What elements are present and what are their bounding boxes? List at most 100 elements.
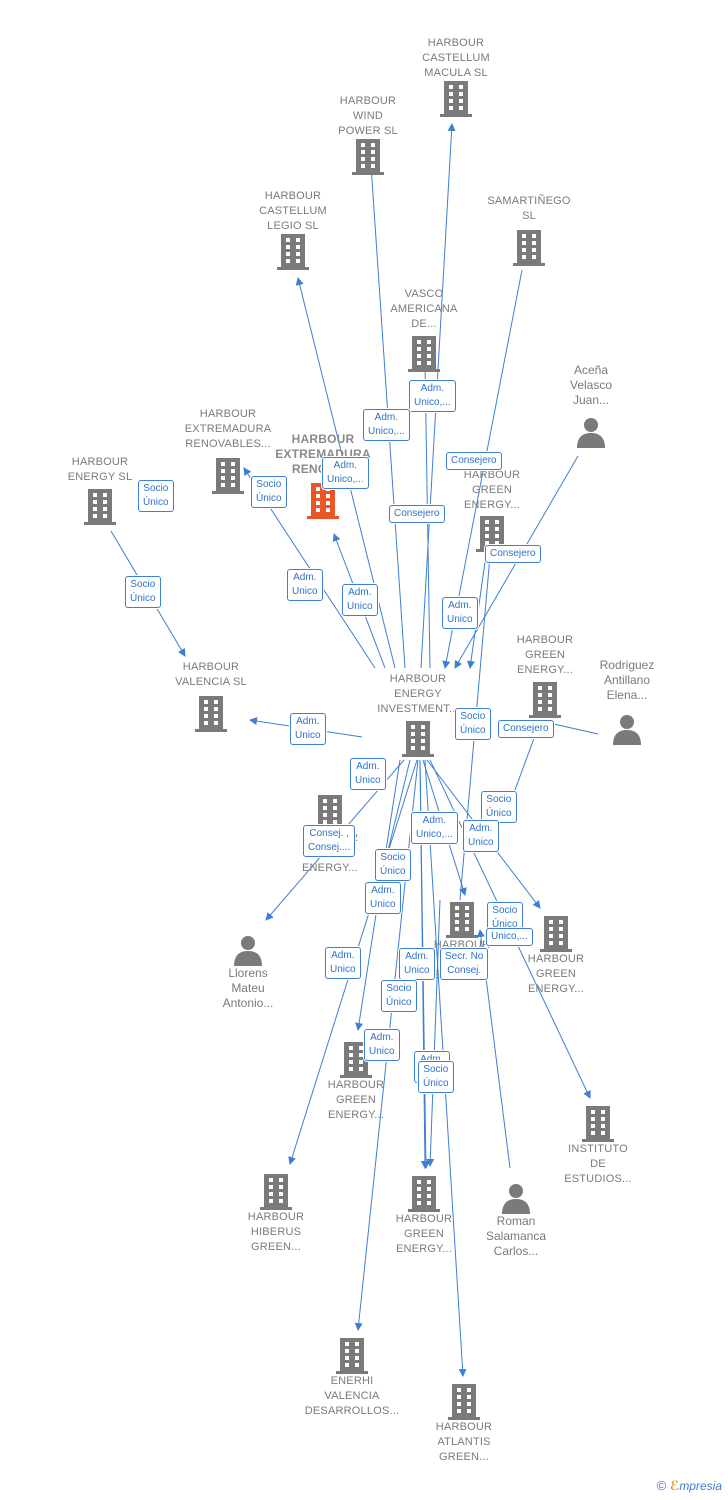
person-icon bbox=[577, 418, 605, 448]
node-green-energy-top[interactable]: HARBOUR GREEN ENERGY... bbox=[432, 468, 552, 552]
node-label: HARBOUR ENERGY SL bbox=[67, 456, 133, 483]
building-icon bbox=[260, 1174, 292, 1210]
relation-badge[interactable]: Socio Único bbox=[251, 476, 287, 508]
node-label: VASCO AMERICANA DE... bbox=[390, 288, 458, 330]
person-icon bbox=[234, 936, 262, 966]
relation-badge[interactable]: Consejero bbox=[389, 505, 445, 523]
node-samartinego[interactable]: SAMARTIÑEGO SL bbox=[469, 194, 589, 266]
relation-badge[interactable]: Adm. Unico bbox=[342, 584, 378, 616]
building-icon bbox=[513, 230, 545, 266]
node-llorens-person[interactable]: Llorens Mateu Antonio... bbox=[188, 934, 308, 1011]
node-label: SAMARTIÑEGO SL bbox=[487, 195, 571, 222]
relation-badge[interactable]: Adm. Unico,... bbox=[411, 812, 458, 844]
node-roman-person[interactable]: Roman Salamanca Carlos... bbox=[456, 1182, 576, 1259]
node-label: HARBOUR GREEN ENERGY... bbox=[395, 1213, 453, 1255]
node-ext-renovables[interactable]: HARBOUR EXTREMADURA RENOVABLES... bbox=[168, 407, 288, 494]
building-icon bbox=[277, 234, 309, 270]
building-icon bbox=[582, 1106, 614, 1142]
relation-badge[interactable]: Adm. Unico bbox=[290, 713, 326, 745]
relation-badge[interactable]: Adm. Unico,... bbox=[322, 457, 369, 489]
person-icon bbox=[613, 715, 641, 745]
relation-badge[interactable]: Adm. Unico bbox=[463, 820, 499, 852]
node-energy-sl[interactable]: HARBOUR ENERGY SL bbox=[40, 455, 160, 525]
relation-badge[interactable]: Adm. Unico bbox=[365, 882, 401, 914]
building-icon bbox=[195, 696, 227, 732]
building-icon bbox=[336, 1338, 368, 1374]
node-label: HARBOUR CASTELLUM LEGIO SL bbox=[259, 190, 327, 232]
node-energy-investment[interactable]: HARBOUR ENERGY INVESTMENT... bbox=[358, 672, 478, 757]
node-label: Llorens Mateu Antonio... bbox=[222, 966, 274, 1010]
relation-badge[interactable]: Adm. Unico bbox=[364, 1029, 400, 1061]
relation-badge[interactable]: Adm. Unico bbox=[350, 758, 386, 790]
node-label: HARBOUR GREEN ENERGY... bbox=[463, 469, 521, 511]
node-label: ENERHI VALENCIA DESARROLLOS... bbox=[304, 1375, 400, 1417]
relation-badge[interactable]: Socio Único bbox=[418, 1061, 454, 1093]
node-instituto[interactable]: INSTITUTO DE ESTUDIOS... bbox=[538, 1106, 658, 1187]
building-icon bbox=[529, 682, 561, 718]
node-label: Rodriguez Antillano Elena... bbox=[599, 658, 655, 702]
relation-badge[interactable]: Adm. Unico bbox=[442, 597, 478, 629]
connection-edge bbox=[544, 719, 599, 735]
node-wind-power[interactable]: HARBOUR WIND POWER SL bbox=[308, 94, 428, 175]
node-label: HARBOUR EXTREMADURA RENOVABLES... bbox=[184, 408, 272, 450]
node-hiberus[interactable]: HARBOUR HIBERUS GREEN... bbox=[216, 1174, 336, 1255]
building-icon bbox=[402, 721, 434, 757]
node-enerhi[interactable]: ENERHI VALENCIA DESARROLLOS... bbox=[292, 1338, 412, 1419]
node-green-energy-right2[interactable]: HARBOUR GREEN ENERGY... bbox=[496, 916, 616, 997]
building-icon bbox=[84, 489, 116, 525]
node-castellum-macula[interactable]: HARBOUR CASTELLUM MACULA SL bbox=[396, 36, 516, 117]
relation-badge[interactable]: Socio Único bbox=[375, 849, 411, 881]
copyright-symbol: © bbox=[656, 1478, 667, 1493]
node-label: HARBOUR HIBERUS GREEN... bbox=[247, 1211, 305, 1253]
node-label: Roman Salamanca Carlos... bbox=[485, 1214, 547, 1258]
person-icon bbox=[502, 1184, 530, 1214]
relation-badge[interactable]: Secr. No Consej. bbox=[440, 948, 489, 980]
relation-badge[interactable]: Socio Único bbox=[455, 708, 491, 740]
node-label: HARBOUR GREEN ENERGY... bbox=[516, 634, 574, 676]
brand-name: mpresia bbox=[679, 1479, 722, 1493]
building-icon bbox=[446, 902, 478, 938]
node-label: HARBOUR WIND POWER SL bbox=[338, 95, 398, 137]
building-icon bbox=[448, 1384, 480, 1420]
relation-badge[interactable]: Adm. Unico,... bbox=[363, 409, 410, 441]
relation-badge[interactable]: Consejero bbox=[498, 720, 554, 738]
relation-badge[interactable]: Socio Único bbox=[125, 576, 161, 608]
node-label: HARBOUR ATLANTIS GREEN... bbox=[435, 1421, 493, 1463]
relation-badge[interactable]: Consej. , Consej.... bbox=[303, 825, 356, 857]
node-label: HARBOUR ENERGY INVESTMENT... bbox=[377, 673, 459, 715]
node-atlantis[interactable]: HARBOUR ATLANTIS GREEN... bbox=[404, 1384, 524, 1465]
node-label: HARBOUR VALENCIA SL bbox=[175, 661, 247, 688]
node-label: INSTITUTO DE ESTUDIOS... bbox=[564, 1143, 632, 1185]
relation-badge[interactable]: Adm. Unico bbox=[325, 947, 361, 979]
building-icon bbox=[408, 336, 440, 372]
relation-badge[interactable]: Consejero bbox=[446, 452, 502, 470]
building-icon bbox=[408, 1176, 440, 1212]
building-icon bbox=[540, 916, 572, 952]
node-green-energy-mid[interactable]: HARBOUR GREEN ENERGY... bbox=[296, 1042, 416, 1123]
brand-logo-icon: ℰ bbox=[669, 1478, 680, 1493]
node-castellum-legio[interactable]: HARBOUR CASTELLUM LEGIO SL bbox=[233, 189, 353, 270]
building-icon bbox=[476, 516, 508, 552]
node-valencia-sl[interactable]: HARBOUR VALENCIA SL bbox=[151, 660, 271, 732]
node-green-energy-right[interactable]: HARBOUR GREEN ENERGY... bbox=[485, 633, 605, 718]
node-rodriguez-person[interactable]: Rodriguez Antillano Elena... bbox=[567, 658, 687, 745]
node-vasco-americana[interactable]: VASCO AMERICANA DE... bbox=[364, 287, 484, 372]
relation-badge[interactable]: Unico,... bbox=[486, 928, 533, 946]
relation-badge[interactable]: Socio Único bbox=[381, 980, 417, 1012]
relation-badge[interactable]: Adm. Unico bbox=[399, 948, 435, 980]
connection-edge bbox=[426, 899, 441, 1167]
connection-edge bbox=[467, 547, 488, 669]
node-label: HARBOUR GREEN ENERGY... bbox=[527, 953, 585, 995]
building-icon bbox=[440, 81, 472, 117]
footer-brand[interactable]: © ℰmpresia bbox=[657, 1478, 722, 1494]
relation-badge[interactable]: Socio Único bbox=[138, 480, 174, 512]
node-label: Aceña Velasco Juan... bbox=[569, 363, 613, 407]
building-icon bbox=[352, 139, 384, 175]
node-acena-person[interactable]: Aceña Velasco Juan... bbox=[531, 363, 651, 448]
relation-badge[interactable]: Adm. Unico bbox=[287, 569, 323, 601]
node-label: HARBOUR GREEN ENERGY... bbox=[327, 1079, 385, 1121]
relation-badge[interactable]: Consejero bbox=[485, 545, 541, 563]
relation-badge[interactable]: Adm. Unico,... bbox=[409, 380, 456, 412]
relation-badge[interactable]: Socio Único bbox=[481, 791, 517, 823]
node-green-energy-bottom[interactable]: HARBOUR GREEN ENERGY... bbox=[364, 1176, 484, 1257]
